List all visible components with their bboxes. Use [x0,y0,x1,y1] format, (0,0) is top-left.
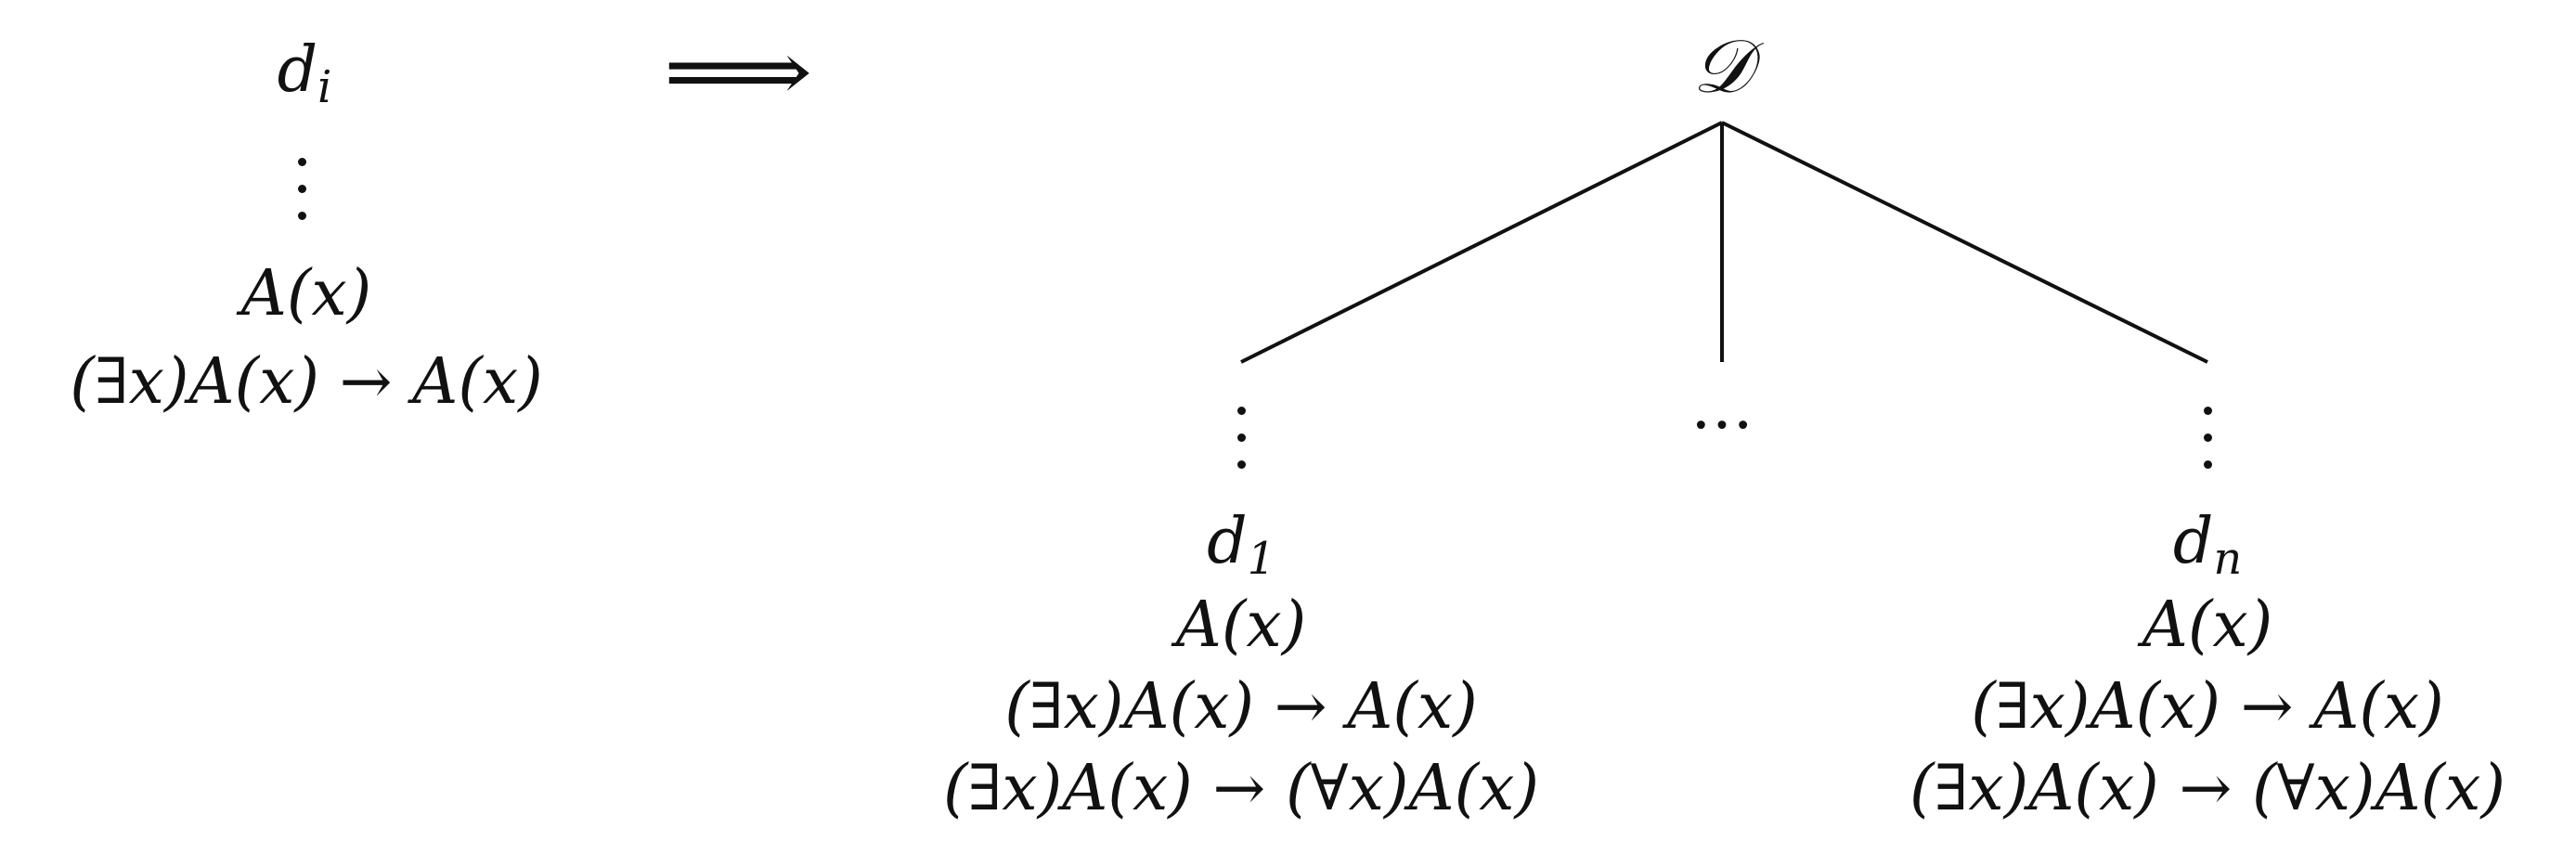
edge-right [1721,121,2208,364]
left-top-label: di [277,33,332,113]
branch-left-vertical-ellipsis [1236,407,1247,487]
branch-left-formula-2: (∃x)A(x) → A(x) [1004,670,1478,744]
middle-ellipsis: … [1690,370,1754,444]
left-vertical-ellipsis [296,158,307,239]
branch-right-label: dn [2172,505,2243,585]
edge-left [1240,121,1723,364]
branch-right-formula-2: (∃x)A(x) → A(x) [1971,670,2444,744]
root-label: 𝒟 [1692,23,1752,110]
branch-right-formula-1: A(x) [2142,589,2273,662]
branch-left-label: d1 [1207,505,1275,585]
left-formula-1: A(x) [240,257,372,330]
branch-right-vertical-ellipsis [2202,407,2213,487]
left-formula-2: (∃x)A(x) → A(x) [70,345,543,419]
implies-arrow: ⟹ [663,23,813,121]
branch-left-formula-1: A(x) [1175,589,1307,662]
branch-left-formula-3: (∃x)A(x) → (∀x)A(x) [943,752,1539,825]
branch-right-formula-3: (∃x)A(x) → (∀x)A(x) [1909,752,2505,825]
